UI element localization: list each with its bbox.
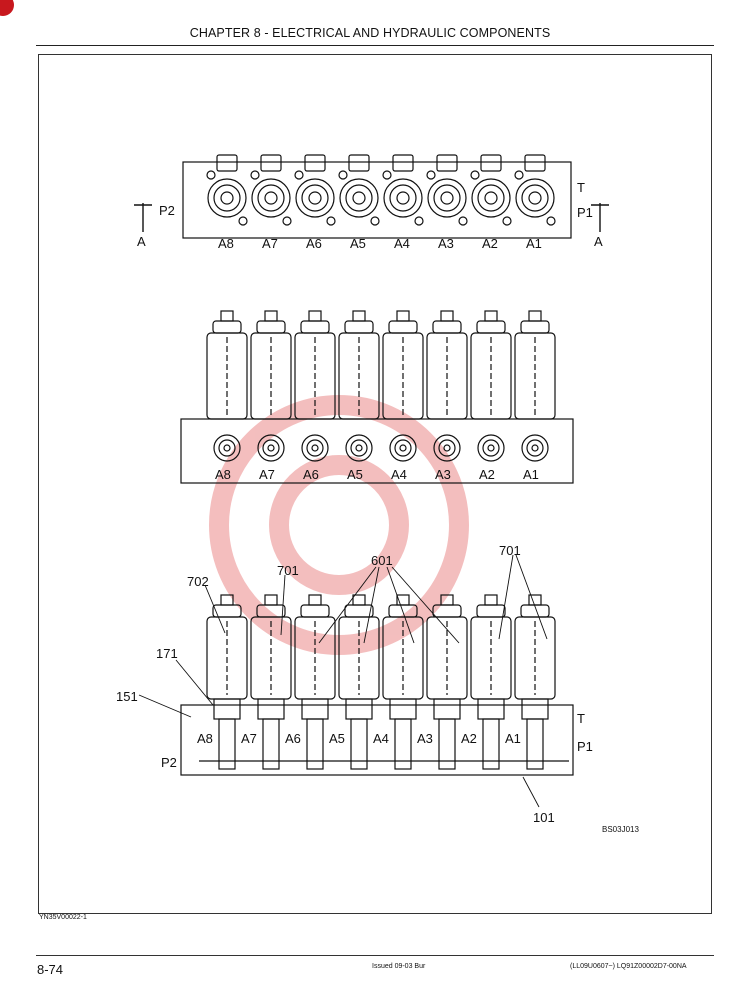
side-label-a4: A4: [373, 731, 389, 746]
callout-601: 601: [371, 553, 393, 568]
side-solenoid-a6: [294, 594, 336, 770]
top-section-a-left: A: [137, 234, 146, 249]
top-port-t: T: [577, 180, 585, 195]
footer-rule: [36, 955, 714, 956]
front-label-a6: A6: [303, 467, 319, 482]
page-number: 8-74: [37, 962, 64, 977]
top-label-a2: A2: [482, 236, 498, 251]
front-solenoid-a6: [294, 310, 336, 462]
front-solenoid-a3: [426, 310, 468, 462]
side-solenoid-a4: [382, 594, 424, 770]
callout-702: 702: [187, 574, 209, 589]
side-solenoid-a8: [206, 594, 248, 770]
side-solenoid-a5: [338, 594, 380, 770]
side-label-a7: A7: [241, 731, 257, 746]
top-label-a3: A3: [438, 236, 454, 251]
top-section-arrows: [134, 203, 609, 232]
top-spool-a7: [250, 154, 292, 226]
side-label-a6: A6: [285, 731, 301, 746]
front-label-a4: A4: [391, 467, 407, 482]
front-label-a5: A5: [347, 467, 363, 482]
front-label-a8: A8: [215, 467, 231, 482]
front-label-a7: A7: [259, 467, 275, 482]
side-solenoid-a3: [426, 594, 468, 770]
front-solenoid-a7: [250, 310, 292, 462]
top-spool-a3: [426, 154, 468, 226]
side-label-a3: A3: [417, 731, 433, 746]
side-solenoid-a1: [514, 594, 556, 770]
top-label-a4: A4: [394, 236, 410, 251]
callout-151: 151: [116, 689, 138, 704]
top-spool-a4: [382, 154, 424, 226]
top-label-a8: A8: [218, 236, 234, 251]
side-port-t: T: [577, 711, 585, 726]
drawing-code: BS03J013: [602, 825, 639, 834]
front-solenoid-a4: [382, 310, 424, 462]
top-section-a-right: A: [594, 234, 603, 249]
top-spool-a5: [338, 154, 380, 226]
header-rule: [36, 45, 714, 46]
side-port-p1: P1: [577, 739, 593, 754]
front-label-a1: A1: [523, 467, 539, 482]
top-port-p2: P2: [159, 203, 175, 218]
side-port-p2: P2: [161, 755, 177, 770]
top-label-a6: A6: [306, 236, 322, 251]
side-solenoid-a2: [470, 594, 512, 770]
issue-info: Issued 09-03 Bur: [372, 963, 426, 970]
top-spool-a6: [294, 154, 336, 226]
front-view: [180, 310, 574, 484]
side-label-a1: A1: [505, 731, 521, 746]
front-solenoid-a8: [206, 310, 248, 462]
callout-701-right: 701: [499, 543, 521, 558]
callout-701-left: 701: [277, 563, 299, 578]
callout-171: 171: [156, 646, 178, 661]
top-view: [182, 154, 572, 239]
corner-badge: [0, 0, 14, 16]
side-solenoid-a7: [250, 594, 292, 770]
document-reference: (LL09U0607~) LQ91Z00002D7-00NA: [570, 963, 687, 970]
top-spool-a8: [206, 154, 248, 226]
top-label-a5: A5: [350, 236, 366, 251]
figure-code: YN35V00022-1: [39, 914, 87, 921]
top-label-a1: A1: [526, 236, 542, 251]
front-label-a2: A2: [479, 467, 495, 482]
top-port-p1: P1: [577, 205, 593, 220]
front-solenoid-a5: [338, 310, 380, 462]
side-label-a5: A5: [329, 731, 345, 746]
top-spool-a2: [470, 154, 512, 226]
side-view: [180, 594, 574, 776]
front-solenoid-a2: [470, 310, 512, 462]
front-label-a3: A3: [435, 467, 451, 482]
callout-leaders: [138, 554, 548, 808]
side-label-a2: A2: [461, 731, 477, 746]
front-solenoid-a1: [514, 310, 556, 462]
watermark-logo: [209, 395, 469, 655]
top-label-a7: A7: [262, 236, 278, 251]
top-spool-a1: [514, 154, 556, 226]
chapter-header: CHAPTER 8 - ELECTRICAL AND HYDRAULIC COM…: [189, 26, 551, 40]
side-label-a8: A8: [197, 731, 213, 746]
callout-101: 101: [533, 810, 555, 825]
